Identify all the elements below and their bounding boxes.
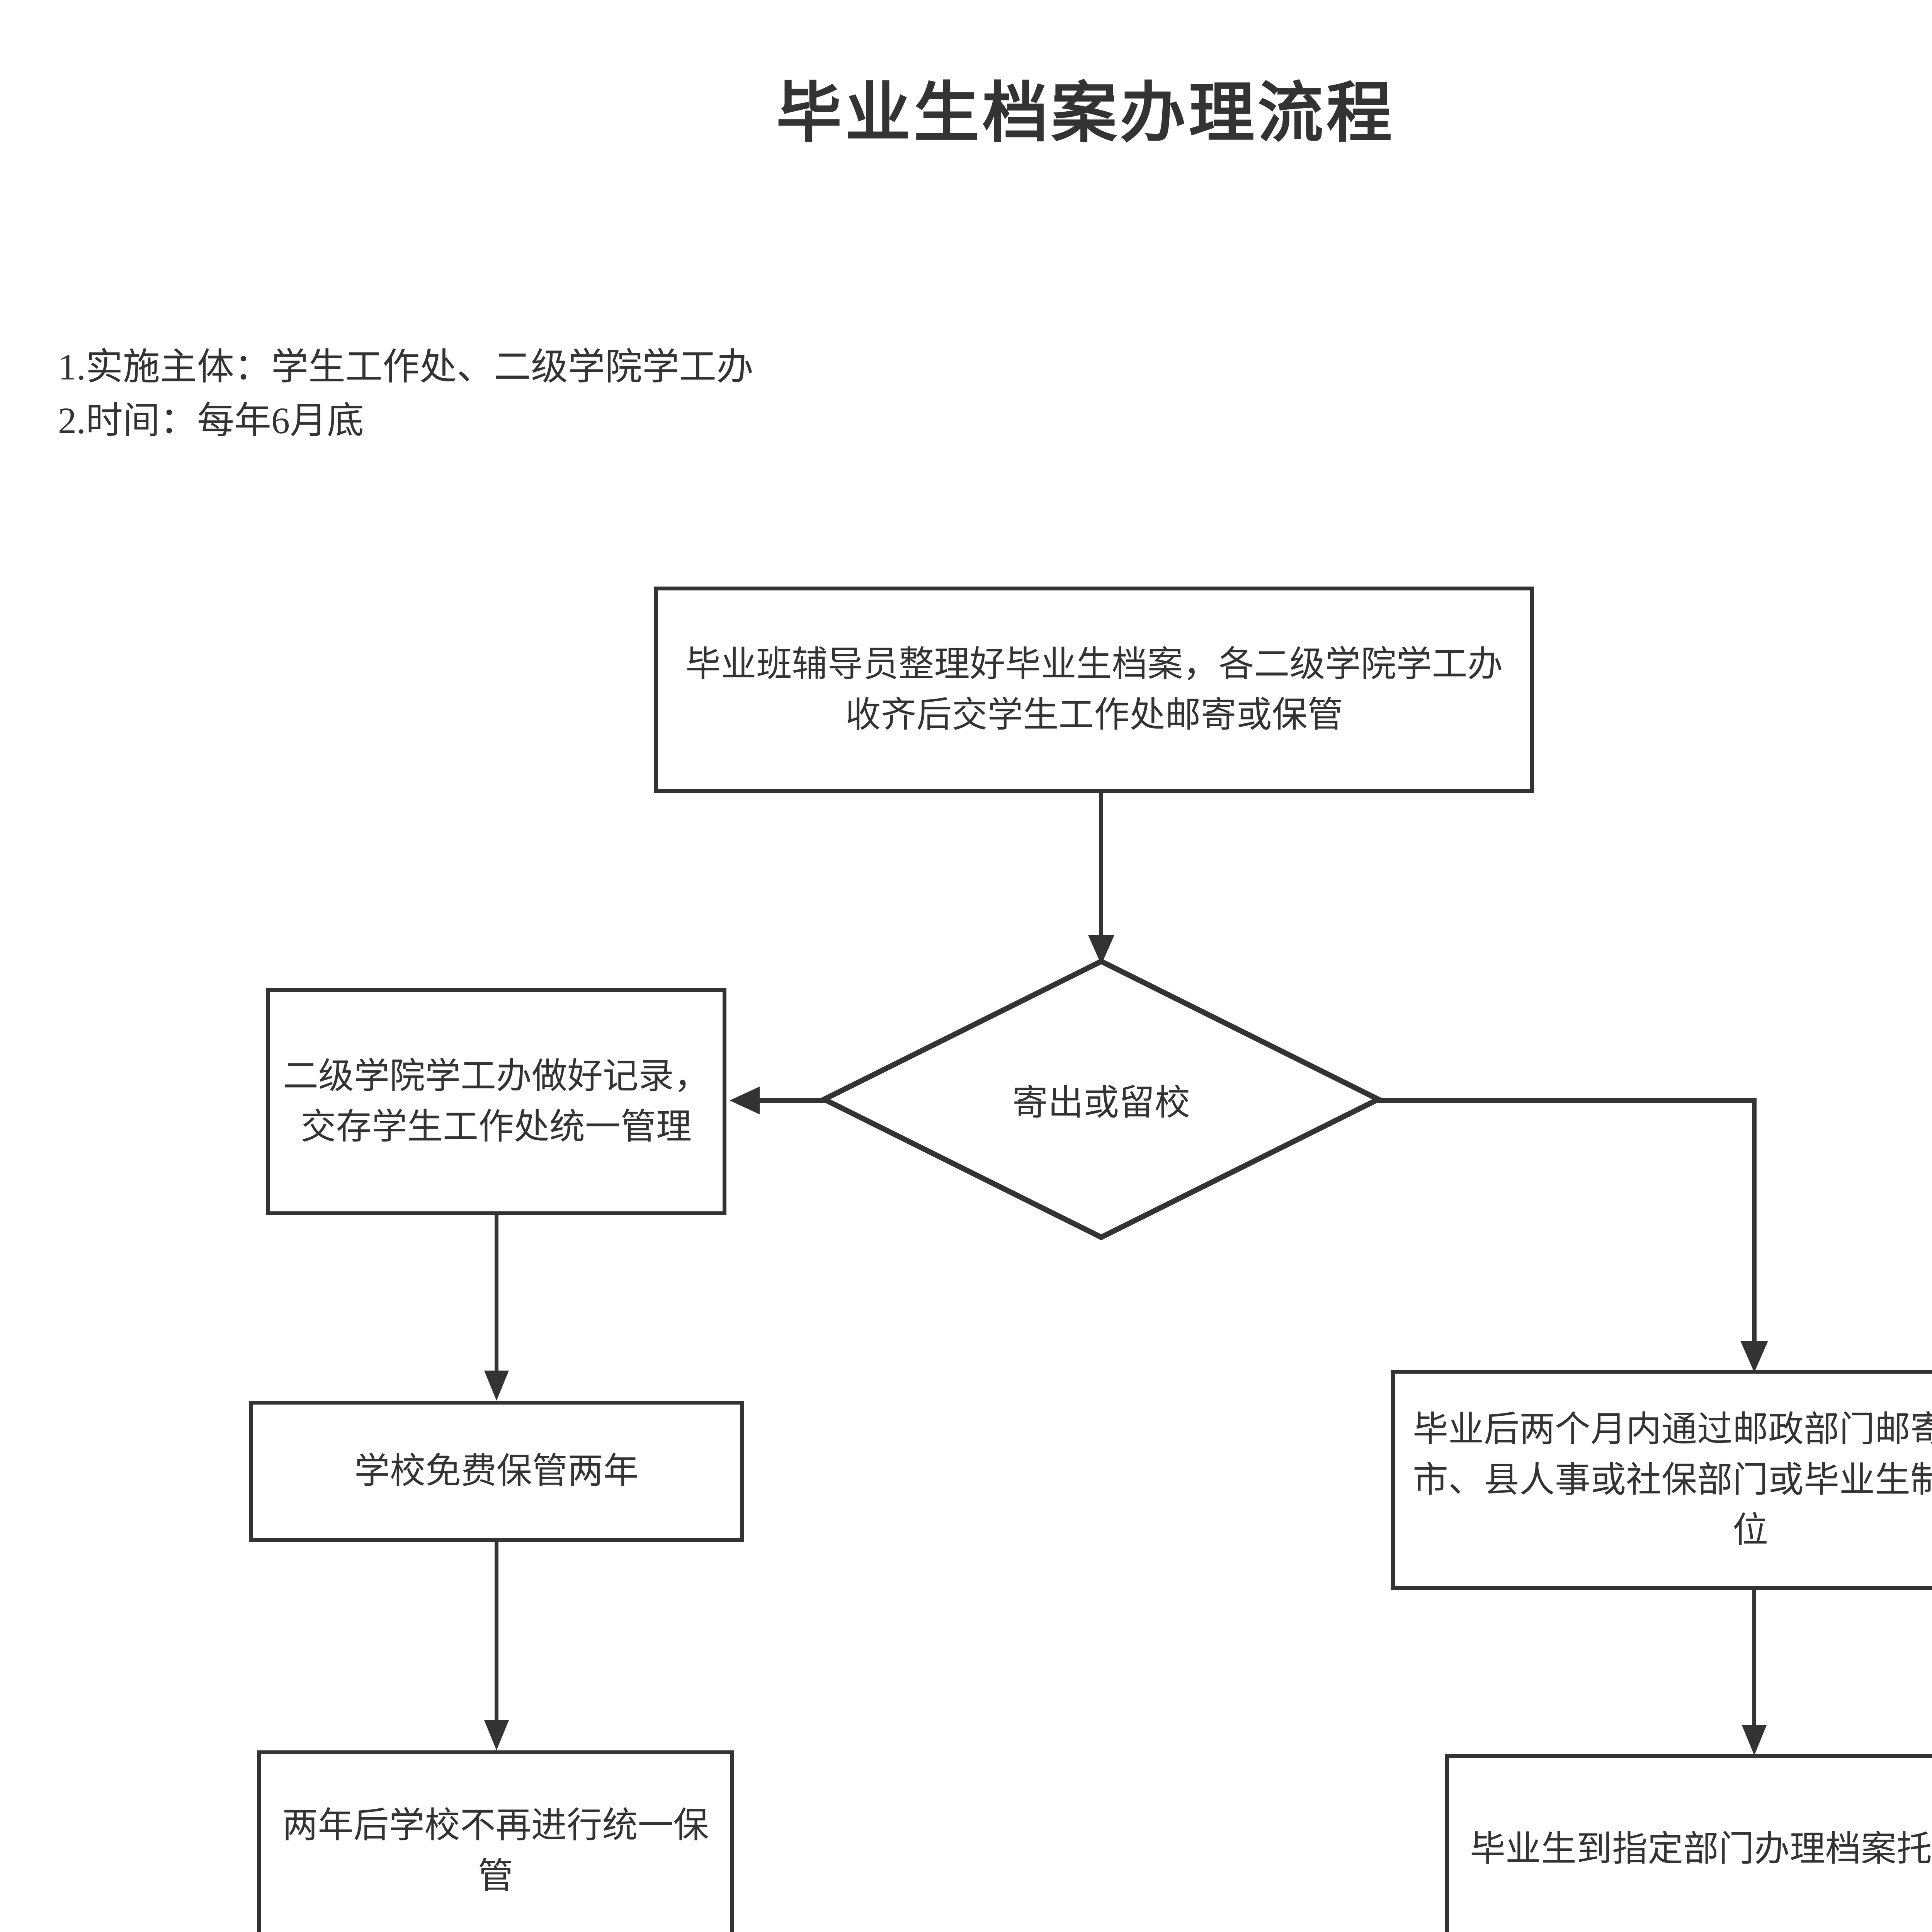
note-line-1: 1.实施主体：学生工作处、二级学院学工办 [58,346,753,388]
edge-mail-to-custody [1731,1590,1777,1764]
node-start-box[interactable]: 毕业班辅导员整理好毕业生档案，各二级学院学工办收齐后交学生工作处邮寄或保管 [654,587,1534,793]
node-keep-record-label: 二级学院学工办做好记录，交存学生工作处统一管理 [282,1056,709,1146]
node-free-storage-label: 学校免费保管两年 [354,1451,639,1491]
node-custody-box[interactable]: 毕业生到指定部门办理档案托管手续 [1445,1754,1932,1932]
node-decision-label: 寄出或留校 [1012,1083,1190,1122]
node-after-two-years-label: 两年后学校不再进行统一保管 [282,1806,709,1896]
node-custody-label: 毕业生到指定部门办理档案托管手续 [1469,1829,1932,1869]
page-title: 毕业生档案办理流程 [776,77,1395,150]
edge-decision-to-mail [1378,1078,1803,1387]
node-mail-box[interactable]: 毕业后两个月内通过邮政部门邮寄回生源地市、县人事或社保部门或毕业生制定接收单位 [1391,1370,1932,1590]
edge-start-to-decision [1078,793,1124,971]
intro-notes: 1.实施主体：学生工作处、二级学院学工办 2.时间：每年6月底 [58,340,753,447]
node-keep-record-box[interactable]: 二级学院学工办做好记录，交存学生工作处统一管理 [266,988,726,1215]
edge-keep-record-to-free-storage [473,1215,520,1408]
node-free-storage-box[interactable]: 学校免费保管两年 [249,1401,744,1542]
node-after-two-years-box[interactable]: 两年后学校不再进行统一保管 [257,1750,734,1932]
edge-decision-to-keep-record [719,1078,831,1124]
node-decision-diamond[interactable]: 寄出或留校 [821,958,1381,1240]
note-line-2: 2.时间：每年6月底 [58,400,364,442]
node-mail-label: 毕业后两个月内通过邮政部门邮寄回生源地市、县人事或社保部门或毕业生制定接收单位 [1412,1410,1932,1550]
edge-free-storage-to-after-two-years [473,1542,520,1758]
node-start-box-label: 毕业班辅导员整理好毕业生档案，各二级学院学工办收齐后交学生工作处邮寄或保管 [685,645,1503,735]
